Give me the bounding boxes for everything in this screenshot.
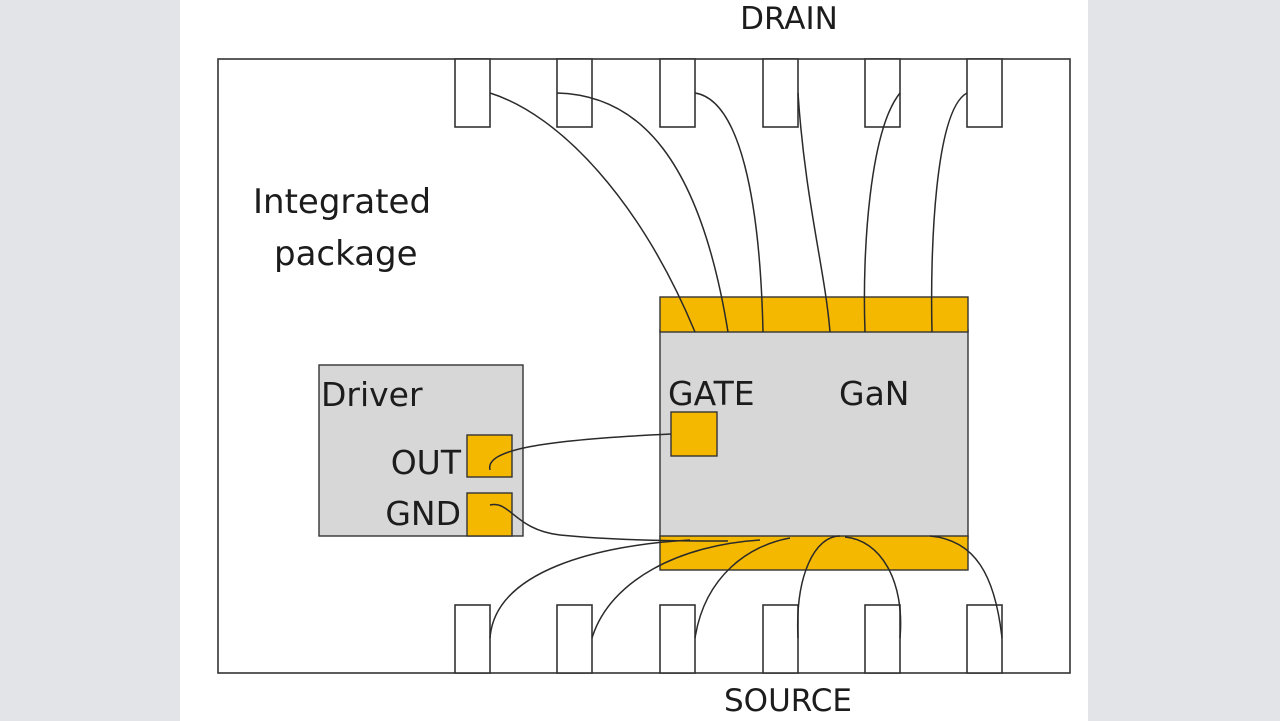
drain-pin: [659, 58, 696, 128]
bond-wire: [863, 92, 901, 333]
drain-label: DRAIN: [740, 1, 838, 37]
gate-label: GATE: [668, 374, 755, 413]
gnd-pad: [466, 492, 513, 537]
source-pin: [762, 604, 799, 674]
bond-wire: [796, 535, 841, 639]
driver-label: Driver: [321, 375, 423, 414]
bond-wire: [930, 92, 968, 333]
drain-pin: [864, 58, 901, 128]
drain-pad: [659, 296, 969, 333]
source-pin: [659, 604, 696, 674]
gnd-label: GND: [385, 494, 461, 533]
bond-wire: [489, 92, 696, 333]
bond-wire: [694, 537, 791, 639]
package-label-line1: Integrated: [253, 182, 431, 222]
out-label: OUT: [391, 443, 462, 482]
drain-pin: [762, 58, 799, 128]
bond-wire: [591, 539, 761, 639]
bond-wire: [797, 92, 831, 333]
source-pin: [966, 604, 1003, 674]
source-bond-wires: [489, 535, 1003, 639]
bond-wire: [489, 539, 691, 639]
gan-label: GaN: [839, 374, 909, 413]
source-pin: [864, 604, 901, 674]
bond-wire: [694, 92, 764, 333]
source-label: SOURCE: [724, 683, 852, 719]
bond-wire: [929, 535, 1003, 639]
bond-wire: [844, 536, 902, 639]
package-label-line2: package: [274, 234, 418, 274]
out-pad: [466, 434, 513, 478]
drain-pin: [454, 58, 491, 128]
drain-pins: [454, 58, 1003, 128]
drain-pin: [966, 58, 1003, 128]
source-pin: [454, 604, 491, 674]
source-pins: [454, 604, 1003, 674]
diagram-canvas: DRAIN SOURCE Integrated package Driver O…: [180, 0, 1088, 721]
gate-bond-wire: [489, 433, 672, 471]
bond-wire: [556, 92, 729, 333]
gnd-bond-wire: [489, 503, 729, 542]
gate-pad: [670, 411, 718, 457]
source-pin: [556, 604, 593, 674]
drain-bond-wires: [489, 92, 968, 333]
